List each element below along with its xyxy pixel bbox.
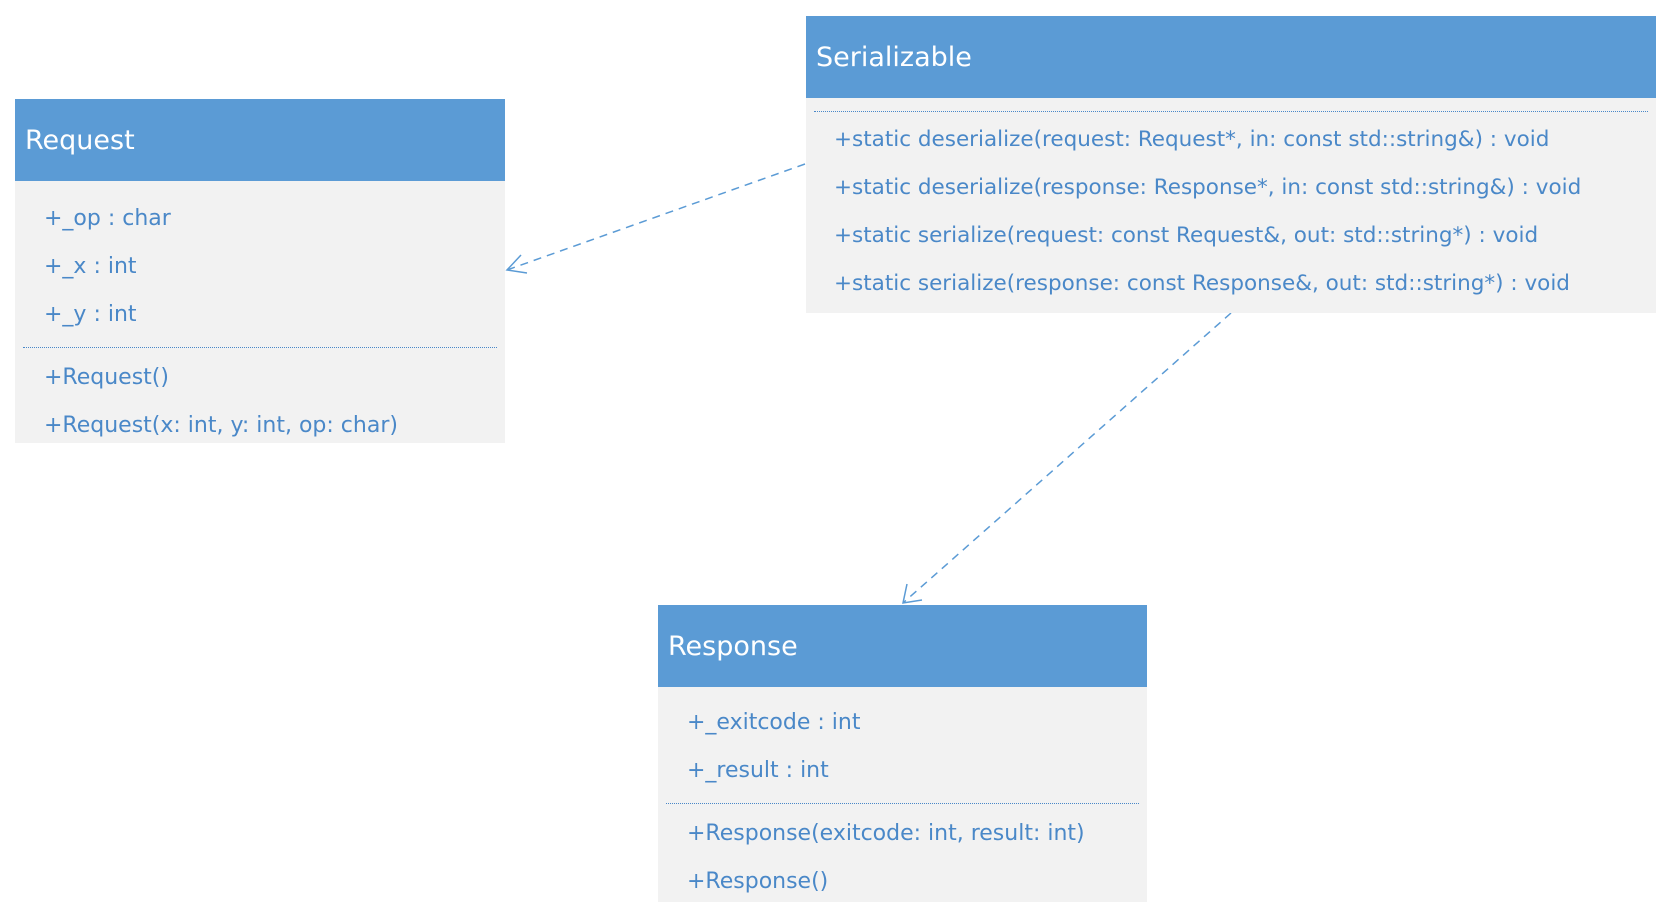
operation-serialize-request: +static serialize(request: const Request… bbox=[834, 223, 1539, 248]
dependency-line bbox=[902, 312, 1232, 604]
class-response[interactable]: Response +_exitcode : int +_result : int… bbox=[658, 605, 1147, 902]
class-request-attributes: +_op : char +_x : int +_y : int bbox=[15, 181, 505, 339]
class-serializable-operations: +static deserialize(request: Request*, i… bbox=[806, 116, 1656, 308]
class-response-name: Response bbox=[658, 605, 1147, 687]
class-serializable-name: Serializable bbox=[806, 16, 1656, 98]
attribute-y: +_y : int bbox=[44, 302, 137, 327]
operation-deserialize-request: +static deserialize(request: Request*, i… bbox=[834, 127, 1550, 152]
operation-response-params: +Response(exitcode: int, result: int) bbox=[687, 821, 1085, 846]
attribute-result: +_result : int bbox=[687, 758, 829, 783]
dependency-arrowhead bbox=[902, 583, 923, 604]
dependency-arrowhead bbox=[505, 254, 528, 274]
class-response-operations: +Response(exitcode: int, result: int) +R… bbox=[658, 810, 1147, 906]
class-serializable[interactable]: Serializable +static deserialize(request… bbox=[806, 16, 1656, 313]
dependency-serializable-to-request bbox=[505, 163, 806, 274]
class-request-name: Request bbox=[15, 99, 505, 181]
attribute-exitcode: +_exitcode : int bbox=[687, 710, 861, 735]
operation-request-default: +Request() bbox=[44, 365, 169, 390]
operation-deserialize-response: +static deserialize(response: Response*,… bbox=[834, 175, 1582, 200]
class-response-attributes: +_exitcode : int +_result : int bbox=[658, 687, 1147, 795]
class-serializable-divider bbox=[814, 111, 1648, 112]
attribute-x: +_x : int bbox=[44, 254, 137, 279]
dependency-line bbox=[506, 163, 806, 271]
operation-request-params: +Request(x: int, y: int, op: char) bbox=[44, 413, 398, 438]
operation-serialize-response: +static serialize(response: const Respon… bbox=[834, 271, 1570, 296]
attribute-op: +_op : char bbox=[44, 206, 171, 231]
class-request-operations: +Request() +Request(x: int, y: int, op: … bbox=[15, 354, 505, 450]
operation-response-default: +Response() bbox=[687, 869, 829, 894]
class-request[interactable]: Request +_op : char +_x : int +_y : int … bbox=[15, 99, 505, 443]
dependency-serializable-to-response bbox=[902, 312, 1232, 604]
class-request-divider bbox=[23, 347, 497, 348]
class-response-divider bbox=[666, 803, 1139, 804]
